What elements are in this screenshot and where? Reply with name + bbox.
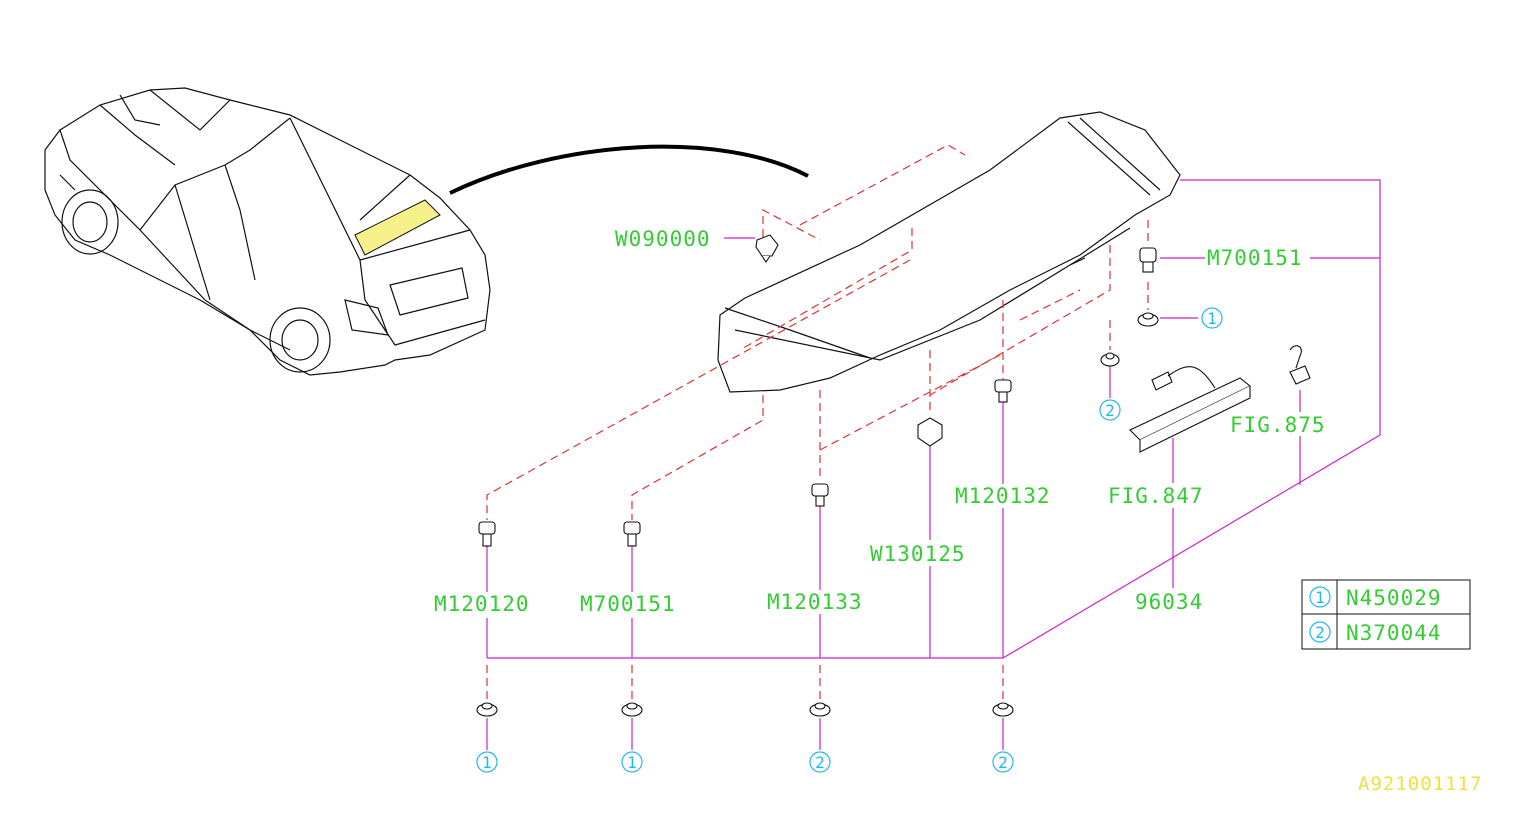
- bulb-socket: [1289, 345, 1311, 385]
- label-m700151-bottom[interactable]: M700151: [580, 592, 676, 616]
- label-m120120[interactable]: M120120: [434, 592, 530, 616]
- svg-text:2: 2: [998, 753, 1008, 772]
- label-fig847[interactable]: FIG.847: [1108, 484, 1204, 508]
- svg-text:1: 1: [482, 753, 492, 772]
- svg-text:2: 2: [1105, 401, 1115, 420]
- callout-2-top[interactable]: 2: [1099, 399, 1121, 421]
- diagram-id: A921001117: [1358, 773, 1482, 795]
- svg-text:1: 1: [1207, 309, 1217, 328]
- clip-w090000: [755, 234, 779, 263]
- nut-1-top: [1137, 312, 1159, 327]
- legend-part-2[interactable]: N370044: [1346, 621, 1442, 645]
- bolt-m120132: [994, 379, 1012, 403]
- label-m700151-top[interactable]: M700151: [1207, 246, 1303, 270]
- bolt-m120120: [478, 521, 496, 547]
- callout-2-bottom-b[interactable]: 2: [992, 751, 1014, 773]
- grommet-w130125: [917, 417, 943, 447]
- mounting-guide-lines: [486, 144, 1149, 700]
- legend-row-1: 1 N450029: [1309, 586, 1442, 610]
- spoiler-location-highlight: [354, 199, 441, 256]
- leader-lines: [486, 179, 1381, 750]
- clip-m700151-top: [1139, 247, 1157, 273]
- label-96034[interactable]: 96034: [1135, 590, 1203, 614]
- callout-legend: 1 N450029 2 N370044: [1301, 579, 1471, 650]
- svg-text:2: 2: [815, 753, 825, 772]
- reference-arrow: [449, 144, 809, 195]
- rear-spoiler: [717, 111, 1181, 393]
- legend-row-2: 2 N370044: [1309, 621, 1442, 645]
- label-m120133[interactable]: M120133: [767, 590, 863, 614]
- callout-2-bottom-a[interactable]: 2: [809, 751, 831, 773]
- nut-bottom-2b: [992, 702, 1014, 717]
- nut-2-top: [1100, 352, 1120, 367]
- stop-lamp-assembly: [1129, 366, 1252, 453]
- bolt-m700151: [623, 521, 641, 547]
- callout-1-bottom-a[interactable]: 1: [476, 751, 498, 773]
- legend-marker-1: 1: [1315, 588, 1325, 607]
- legend-marker-2: 2: [1315, 623, 1325, 642]
- bolt-m120133: [811, 483, 829, 507]
- nut-bottom-1b: [621, 702, 643, 717]
- legend-part-1[interactable]: N450029: [1346, 586, 1442, 610]
- label-fig875[interactable]: FIG.875: [1230, 413, 1326, 437]
- vehicle-overview: [44, 87, 491, 376]
- label-w130125[interactable]: W130125: [870, 542, 966, 566]
- nut-bottom-2a: [809, 702, 831, 717]
- nut-bottom-1a: [476, 702, 498, 717]
- label-m120132[interactable]: M120132: [955, 484, 1051, 508]
- callout-1-top[interactable]: 1: [1201, 307, 1223, 329]
- svg-text:1: 1: [627, 753, 637, 772]
- label-w090000[interactable]: W090000: [615, 227, 711, 251]
- callout-1-bottom-b[interactable]: 1: [621, 751, 643, 773]
